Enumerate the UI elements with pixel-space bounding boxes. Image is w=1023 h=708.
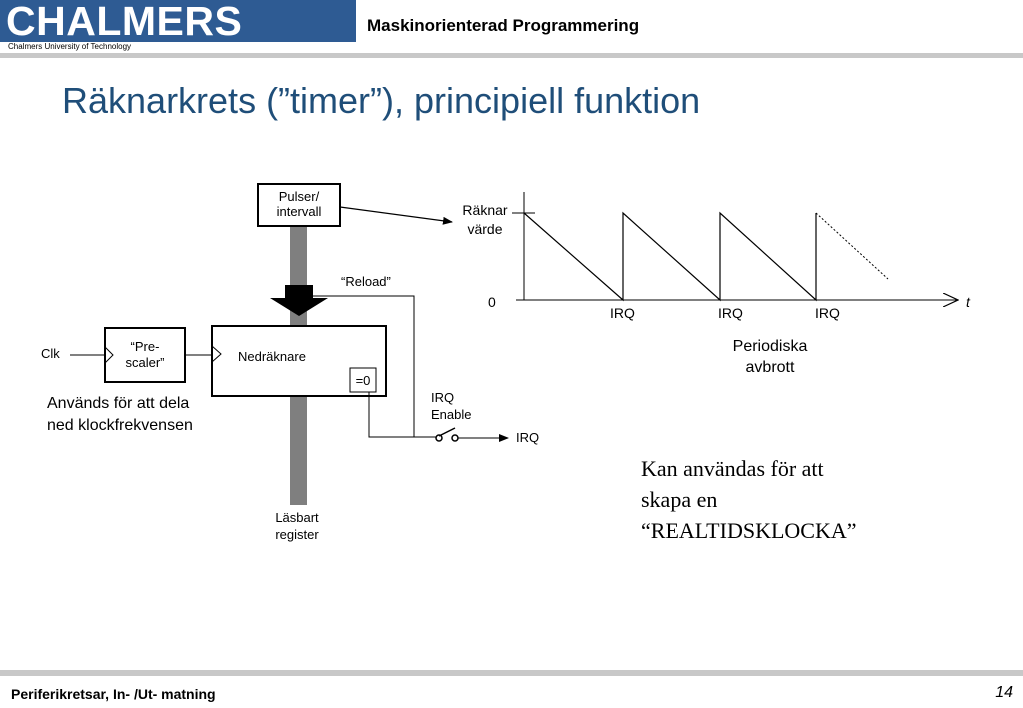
periodiska-line2: avbrott xyxy=(745,359,795,376)
eq0-label: =0 xyxy=(355,373,371,388)
footer-rule xyxy=(0,670,1023,676)
eq0-box xyxy=(349,367,377,393)
irq-enable-line1: IRQ xyxy=(431,390,455,405)
prescaler-box xyxy=(104,327,186,383)
switch-lever xyxy=(438,427,456,437)
logo-text: CHALMERS xyxy=(6,0,243,44)
pulser-arrow xyxy=(339,206,453,225)
footer-title: Periferikretsar, In- /Ut- matning xyxy=(11,686,216,702)
prescaler-label: “Pre- scaler” xyxy=(105,339,185,371)
zero-label: 0 xyxy=(488,294,496,310)
prescaler-label-line2: scaler” xyxy=(125,355,165,370)
nedraknare-label: Nedräknare xyxy=(238,349,306,364)
note-right-line3: “REALTIDSKLOCKA” xyxy=(641,518,857,543)
course-title: Maskinorienterad Programmering xyxy=(367,16,640,35)
t-axis-label: t xyxy=(966,294,970,310)
irq-label-2: IRQ xyxy=(718,305,743,321)
pulser-label: Pulser/ intervall xyxy=(258,189,340,219)
header-rule xyxy=(0,53,1023,58)
pulser-box xyxy=(257,183,341,227)
periodiska-line1: Periodiska xyxy=(732,338,808,355)
prescaler-note: Används för att dela ned klockfrekvensen xyxy=(47,395,193,434)
raknar-line2: värde xyxy=(467,221,503,237)
irq-label-1: IRQ xyxy=(610,305,635,321)
switch-contact-right xyxy=(451,434,459,442)
page-number: 14 xyxy=(995,684,1013,701)
realtidsklocka-note: Kan användas för att skapa en “REALTIDSK… xyxy=(641,453,921,546)
lasbart-line2: register xyxy=(275,527,319,542)
reload-label: “Reload” xyxy=(341,274,391,289)
lasbart-register-label: Läsbart register xyxy=(268,509,326,543)
sawtooth-line xyxy=(523,211,817,302)
periodiska-avbrott-label: Periodiska avbrott xyxy=(715,336,825,378)
irq-out-label: IRQ xyxy=(516,430,540,445)
pulser-label-line1: Pulser/ xyxy=(278,189,320,204)
prescaler-clock-marker xyxy=(104,346,114,364)
switch-contact-left xyxy=(435,434,443,442)
note-right-line1: Kan användas för att xyxy=(641,456,824,481)
sawtooth-dotted xyxy=(815,212,889,280)
raknarvarde-label: Räknar värde xyxy=(455,201,515,239)
slide-title: Räknarkrets (”timer”), principiell funkt… xyxy=(62,80,701,121)
nedraknare-clock-marker xyxy=(211,345,222,363)
pulser-label-line2: intervall xyxy=(276,204,322,219)
irq-enable-label: IRQ Enable xyxy=(431,389,471,423)
clk-label: Clk xyxy=(41,346,60,361)
nedraknare-box xyxy=(211,325,387,397)
irq-label-3: IRQ xyxy=(815,305,840,321)
eq0-line xyxy=(368,392,436,438)
prescaler-label-line1: “Pre- xyxy=(130,339,160,354)
logo-subtitle: Chalmers University of Technology xyxy=(8,42,132,51)
chalmers-logo: CHALMERS xyxy=(0,0,356,42)
reload-line xyxy=(299,295,415,437)
load-arrow xyxy=(270,285,328,316)
note-right-line2: skapa en xyxy=(641,487,718,512)
lasbart-line1: Läsbart xyxy=(275,510,319,525)
raknar-line1: Räknar xyxy=(462,202,508,218)
irq-enable-line2: Enable xyxy=(431,407,472,422)
